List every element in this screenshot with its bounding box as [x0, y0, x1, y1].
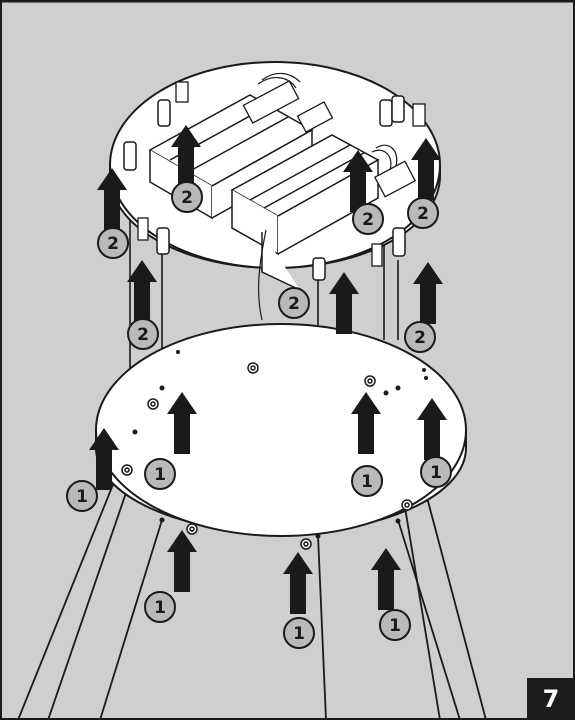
callout-label: 2	[417, 204, 429, 224]
up-arrow-5	[411, 138, 441, 200]
up-arrow-2	[97, 168, 127, 230]
callout-label: 2	[181, 188, 193, 208]
callout-circle	[404, 321, 436, 353]
up-arrow-14	[371, 548, 401, 610]
up-arrow-13	[283, 552, 313, 614]
terminal-blocks	[242, 80, 417, 198]
callout-11: 1	[351, 465, 383, 497]
up-arrow-10	[351, 392, 381, 454]
callout-label: 2	[137, 325, 149, 345]
callout-7: 2	[404, 321, 436, 353]
callout-label: 1	[154, 465, 166, 485]
up-arrow-4	[343, 150, 373, 212]
callout-label: 1	[389, 616, 401, 636]
up-arrow-9	[89, 428, 119, 490]
up-arrow-11	[417, 398, 447, 460]
upper-driver-plate	[109, 61, 441, 321]
brackets	[137, 81, 426, 267]
up-arrow-6	[329, 272, 359, 334]
up-arrow-1	[171, 125, 201, 187]
callout-6: 2	[278, 287, 310, 319]
up-arrow-12	[167, 530, 197, 592]
callout-9: 1	[144, 458, 176, 490]
up-arrow-7	[413, 262, 443, 324]
callout-label: 1	[154, 598, 166, 618]
callout-circle	[278, 287, 310, 319]
callout-circle	[144, 591, 176, 623]
callout-15: 1	[379, 609, 411, 641]
callout-label: 1	[76, 487, 88, 507]
callout-circle	[127, 318, 159, 350]
callout-circle	[97, 227, 129, 259]
callout-label: 2	[362, 210, 374, 230]
callout-label: 1	[293, 624, 305, 644]
callout-label: 2	[414, 328, 426, 348]
callout-circle	[171, 181, 203, 213]
up-arrow-3	[127, 260, 157, 322]
callout-circle	[379, 609, 411, 641]
callout-1: 2	[171, 181, 203, 213]
callout-circle	[144, 458, 176, 490]
callout-13: 1	[144, 591, 176, 623]
up-arrow-8	[167, 392, 197, 454]
callout-circle	[352, 203, 384, 235]
callout-circle	[66, 480, 98, 512]
callout-2: 2	[97, 227, 129, 259]
callout-circle	[420, 456, 452, 488]
callout-label: 2	[288, 294, 300, 314]
callout-label: 2	[107, 234, 119, 254]
callout-4: 2	[352, 203, 384, 235]
callout-circle	[283, 617, 315, 649]
callout-circle	[351, 465, 383, 497]
callout-circle	[407, 197, 439, 229]
upward-arrows	[89, 125, 447, 614]
callout-5: 2	[407, 197, 439, 229]
callout-10: 1	[66, 480, 98, 512]
callout-3: 2	[127, 318, 159, 350]
wiring	[257, 72, 398, 321]
callout-label: 1	[430, 463, 442, 483]
step-number-badge: 7	[527, 678, 575, 720]
callout-12: 1	[420, 456, 452, 488]
step-callouts: 222222211111112	[66, 181, 452, 649]
mounting-posts	[123, 95, 406, 281]
callout-14: 1	[283, 617, 315, 649]
callout-label: 1	[361, 472, 373, 492]
